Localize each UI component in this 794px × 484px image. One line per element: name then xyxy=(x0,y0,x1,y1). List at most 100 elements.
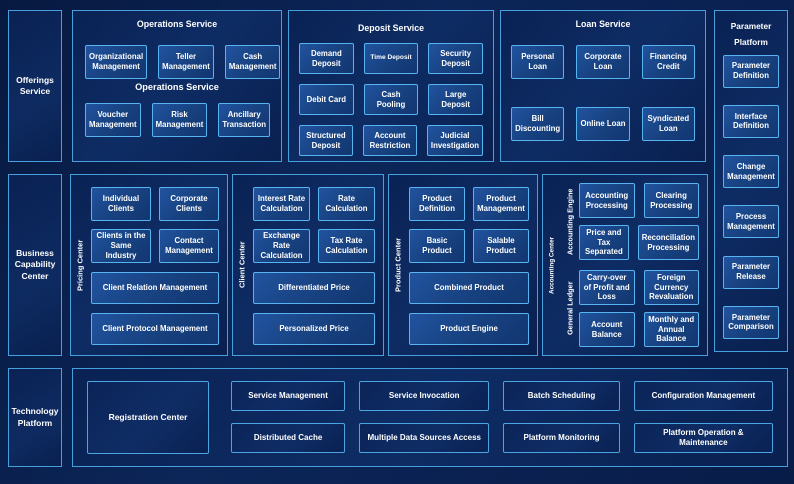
client-center-label: Client Center xyxy=(237,241,247,289)
accounting-engine-row-1: Accounting Processing Clearing Processin… xyxy=(579,183,699,218)
deposit-row-1: Demand Deposit Time Deposit Security Dep… xyxy=(299,43,484,74)
box-platform-monitoring: Platform Monitoring xyxy=(503,423,620,453)
rail-business-capability-center: Business Capability Center xyxy=(8,174,62,356)
box-corporate-loan: Corporate Loan xyxy=(576,45,630,79)
operations-service-panel: Operations Service Organizational Manage… xyxy=(72,10,282,162)
loan-service-panel: Loan Service Personal Loan Corporate Loa… xyxy=(500,10,706,162)
box-rate-calculation: Rate Calculation xyxy=(318,187,375,221)
rail-offerings-service: Offerings Service xyxy=(8,10,62,162)
box-product-engine: Product Engine xyxy=(409,313,529,345)
box-ancillary-transaction: Ancillary Transaction xyxy=(218,103,271,137)
box-teller-management: Teller Management xyxy=(158,45,214,79)
rail-technology-platform: Technology Platform xyxy=(8,368,62,467)
accounting-center-label: Accounting Center xyxy=(548,236,556,294)
general-ledger-row-2: Account Balance Monthly and Annual Balan… xyxy=(579,312,699,347)
deposit-service-title: Deposit Service xyxy=(357,23,424,33)
accounting-engine-label: Accounting Engine xyxy=(565,188,575,255)
box-personalized-price: Personalized Price xyxy=(253,313,375,345)
box-platform-operation-maintenance: Platform Operation & Maintenance xyxy=(633,423,773,453)
box-batch-scheduling: Batch Scheduling xyxy=(503,381,620,411)
operations-service-subtitle: Operations Service xyxy=(135,82,219,92)
box-monthly-annual-balance: Monthly and Annual Balance xyxy=(643,312,699,347)
box-client-relation-management: Client Relation Management xyxy=(91,272,219,304)
box-interest-rate-calculation: Interest Rate Calculation xyxy=(253,187,310,221)
pricing-center-group: Pricing Center Individual Clients Corpor… xyxy=(70,174,228,356)
box-price-tax-separated: Price and Tax Separated xyxy=(579,225,629,260)
operations-row-1: Organizational Management Teller Managem… xyxy=(85,45,281,79)
loan-row-1: Personal Loan Corporate Loan Financing C… xyxy=(511,45,695,79)
box-security-deposit: Security Deposit xyxy=(428,43,484,74)
deposit-row-2: Debit Card Cash Pooling Large Deposit xyxy=(299,84,484,115)
parameter-items: Parameter Definition Interface Definitio… xyxy=(723,54,779,340)
box-contact-management: Contact Management xyxy=(159,229,219,263)
box-personal-loan: Personal Loan xyxy=(511,45,565,79)
product-row-1: Product Definition Product Management xyxy=(409,187,529,221)
box-clients-same-industry: Clients in the Same Industry xyxy=(91,229,151,263)
general-ledger-section: General Ledger Carry-over of Profit and … xyxy=(561,270,699,347)
deposit-row-3: Structured Deposit Account Restriction J… xyxy=(299,125,483,156)
box-syndicated-loan: Syndicated Loan xyxy=(641,107,695,141)
box-carry-over-profit-loss: Carry-over of Profit and Loss xyxy=(579,270,635,305)
technology-grid: Service Management Service Invocation Ba… xyxy=(231,381,773,454)
box-configuration-management: Configuration Management xyxy=(633,381,773,411)
loan-row-2: Bill Discounting Online Loan Syndicated … xyxy=(511,107,695,141)
pricing-center-label: Pricing Center xyxy=(75,239,85,291)
operations-service-title: Operations Service xyxy=(136,19,218,29)
box-combined-product: Combined Product xyxy=(409,272,529,304)
box-basic-product: Basic Product xyxy=(409,229,465,263)
product-center-label: Product Center xyxy=(393,237,403,293)
box-distributed-cache: Distributed Cache xyxy=(231,423,346,453)
client-row-2: Exchange Rate Calculation Tax Rate Calcu… xyxy=(253,229,375,263)
pricing-row-2: Clients in the Same Industry Contact Man… xyxy=(91,229,219,263)
box-financing-credit: Financing Credit xyxy=(641,45,695,79)
operations-row-2: Voucher Management Risk Management Ancil… xyxy=(85,103,271,137)
box-debit-card: Debit Card xyxy=(299,84,354,115)
box-account-restriction: Account Restriction xyxy=(362,125,417,156)
box-parameter-release: Parameter Release xyxy=(723,255,779,289)
accounting-engine-section: Accounting Engine Accounting Processing … xyxy=(561,183,699,260)
box-registration-center: Registration Center xyxy=(87,381,209,454)
box-product-definition: Product Definition xyxy=(409,187,465,221)
box-online-loan: Online Loan xyxy=(576,107,630,141)
box-cash-management: Cash Management xyxy=(224,45,281,79)
box-demand-deposit: Demand Deposit xyxy=(299,43,354,74)
client-row-1: Interest Rate Calculation Rate Calculati… xyxy=(253,187,375,221)
product-center-group: Product Center Product Definition Produc… xyxy=(388,174,538,356)
parameter-platform-panel: Parameter Platform Parameter Definition … xyxy=(714,10,788,352)
box-change-management: Change Management xyxy=(723,155,779,189)
box-service-invocation: Service Invocation xyxy=(359,381,490,411)
rail-business-label: Business Capability Center xyxy=(14,247,56,281)
box-cash-pooling: Cash Pooling xyxy=(363,84,419,115)
parameter-title-line2: Platform xyxy=(734,36,768,47)
general-ledger-label: General Ledger xyxy=(565,281,575,336)
box-service-management: Service Management xyxy=(231,381,346,411)
box-corporate-clients: Corporate Clients xyxy=(159,187,219,221)
parameter-title-line1: Parameter xyxy=(730,21,772,31)
accounting-center-group: Accounting Center Accounting Engine Acco… xyxy=(542,174,708,356)
accounting-engine-row-2: Price and Tax Separated Reconciliation P… xyxy=(579,225,699,260)
box-structured-deposit: Structured Deposit xyxy=(299,125,353,156)
box-tax-rate-calculation: Tax Rate Calculation xyxy=(318,229,375,263)
box-accounting-processing: Accounting Processing xyxy=(579,183,635,218)
box-clearing-processing: Clearing Processing xyxy=(643,183,699,218)
box-parameter-comparison: Parameter Comparison xyxy=(723,305,779,339)
technology-platform-panel: Registration Center Service Management S… xyxy=(72,368,788,467)
pricing-row-1: Individual Clients Corporate Clients xyxy=(91,187,219,221)
box-individual-clients: Individual Clients xyxy=(91,187,151,221)
parameter-platform-title: Parameter Platform xyxy=(723,19,779,51)
box-account-balance: Account Balance xyxy=(579,312,635,347)
loan-service-title: Loan Service xyxy=(575,19,631,29)
box-product-management: Product Management xyxy=(473,187,529,221)
box-salable-product: Salable Product xyxy=(473,229,529,263)
box-foreign-currency-revaluation: Foreign Currency Revaluation xyxy=(643,270,699,305)
box-bill-discounting: Bill Discounting xyxy=(511,107,565,141)
client-center-group: Client Center Interest Rate Calculation … xyxy=(232,174,384,356)
box-voucher-management: Voucher Management xyxy=(85,103,141,137)
box-judicial-investigation: Judicial Investigation xyxy=(426,125,483,156)
box-differentiated-price: Differentiated Price xyxy=(253,272,375,304)
rail-offerings-label: Offerings Service xyxy=(16,74,54,96)
box-process-management: Process Management xyxy=(723,205,779,239)
box-client-protocol-management: Client Protocol Management xyxy=(91,313,219,345)
box-parameter-definition: Parameter Definition xyxy=(723,54,779,88)
